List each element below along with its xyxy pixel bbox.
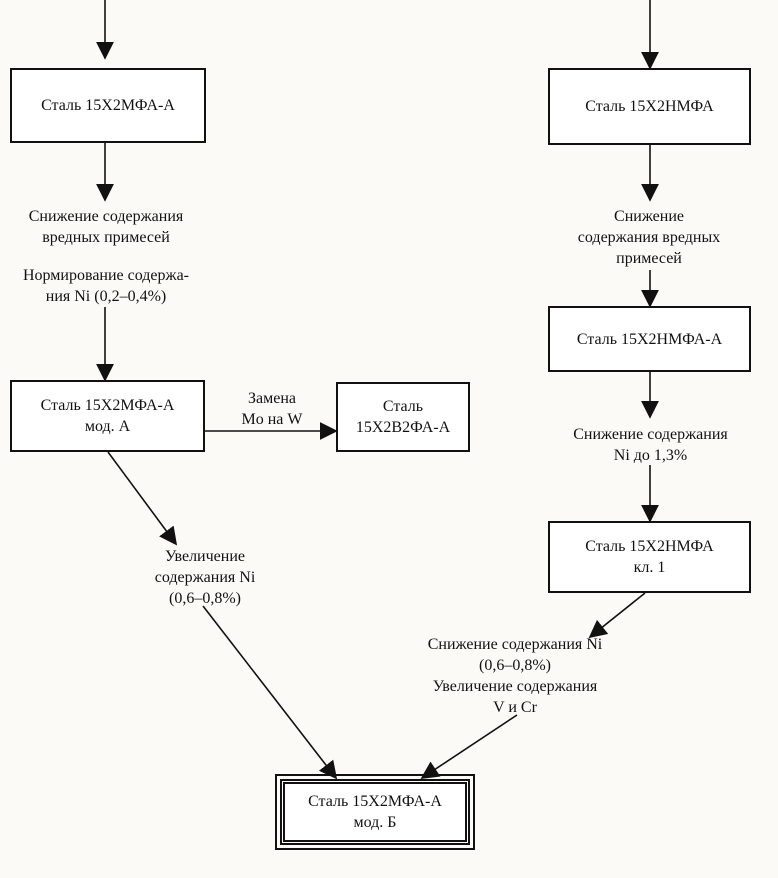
label-increase-ni: Увеличение содержания Ni (0,6–0,8%)	[130, 546, 280, 609]
arrow-increase-ni-to-mod-b	[202, 605, 338, 780]
label-replace-mo-w-line1: Замена	[247, 390, 296, 407]
label-right-reduce-impurities-line3: примесей	[616, 250, 682, 267]
box-steel-15h2nmfa-a: Сталь 15Х2НМФА-А	[548, 306, 751, 372]
box-mod-b-line1: Сталь 15Х2МФА-А	[308, 793, 442, 810]
box-mod-a-line2: мод. А	[84, 418, 131, 435]
label-left-ni-norm: Нормирование содержа- ния Ni (0,2–0,4%)	[6, 265, 206, 307]
label-right-reduce-impurities: Снижение содержания вредных примесей	[549, 206, 749, 269]
box-steel-15h2nmfa-kl1: Сталь 15Х2НМФА кл. 1	[548, 521, 751, 593]
box-steel-15h2mfa-a-mod-a: Сталь 15Х2МФА-А мод. А	[10, 380, 205, 452]
label-reduce-ni-13: Снижение содержания Ni до 1,3%	[548, 424, 753, 466]
box-steel-15h2v2fa-a: Сталь 15Х2В2ФА-А	[336, 382, 470, 452]
label-reduce-ni-line1: Снижение содержания Ni	[427, 636, 603, 653]
label-increase-ni-line1: Увеличение	[164, 548, 245, 565]
box-mod-a-line1: Сталь 15Х2МФА-А	[40, 397, 175, 414]
box-mod-b-line2: мод. Б	[353, 814, 397, 831]
label-increase-ni-line2: содержания Ni	[154, 569, 256, 586]
box-v2fa-line1: Сталь	[382, 398, 424, 415]
box-v2fa-line2: 15Х2В2ФА-А	[355, 419, 451, 436]
label-right-reduce-impurities-line2: содержания вредных	[577, 229, 721, 246]
box-steel-15h2mfa-a: Сталь 15Х2МФА-А	[10, 68, 206, 143]
box-steel-15h2mfa-a-mod-b: Сталь 15Х2МФА-А мод. Б	[275, 774, 475, 850]
label-reduce-ni-line2: (0,6–0,8%)	[479, 657, 551, 674]
label-right-reduce-impurities-line1: Снижение	[614, 208, 684, 225]
label-reduce-ni-13-line2: Ni до 1,3%	[613, 447, 688, 464]
label-left-reduce-impurities-line1: Снижение содержания	[28, 208, 184, 225]
box-steel-15h2mfa-a-text: Сталь 15Х2МФА-А	[41, 97, 175, 114]
arrow-kl1-to-reduce-ni	[588, 592, 646, 639]
label-left-reduce-impurities-line2: вредных примесей	[42, 229, 170, 246]
label-reduce-ni-13-line1: Снижение содержания	[573, 426, 728, 443]
box-steel-15h2nmfa-text: Сталь 15Х2НМФА	[585, 98, 714, 115]
label-replace-mo-w-line2: Mo на W	[241, 411, 303, 428]
box-kl1-line1: Сталь 15Х2НМФА	[585, 538, 714, 555]
arrow-increase-v-cr-to-mod-b	[420, 714, 518, 779]
label-increase-v-cr-line3: Увеличение содержания	[432, 678, 598, 695]
box-steel-15h2nmfa: Сталь 15Х2НМФА	[548, 68, 751, 145]
label-replace-mo-w: Замена Mo на W	[222, 388, 322, 430]
arrow-mod-a-to-increase-ni	[107, 451, 178, 546]
label-left-ni-norm-line1: Нормирование содержа-	[22, 267, 190, 284]
label-reduce-ni-increase-v-cr: Снижение содержания Ni (0,6–0,8%) Увелич…	[400, 634, 630, 718]
box-nmfa-a-text: Сталь 15Х2НМФА-А	[576, 330, 723, 348]
box-kl1-line2: кл. 1	[633, 559, 666, 576]
label-left-reduce-impurities: Снижение содержания вредных примесей	[6, 206, 206, 248]
label-increase-v-cr-line4: V и Cr	[493, 699, 537, 716]
label-left-ni-norm-line2: ния Ni (0,2–0,4%)	[45, 288, 167, 305]
label-increase-ni-line3: (0,6–0,8%)	[169, 590, 241, 607]
